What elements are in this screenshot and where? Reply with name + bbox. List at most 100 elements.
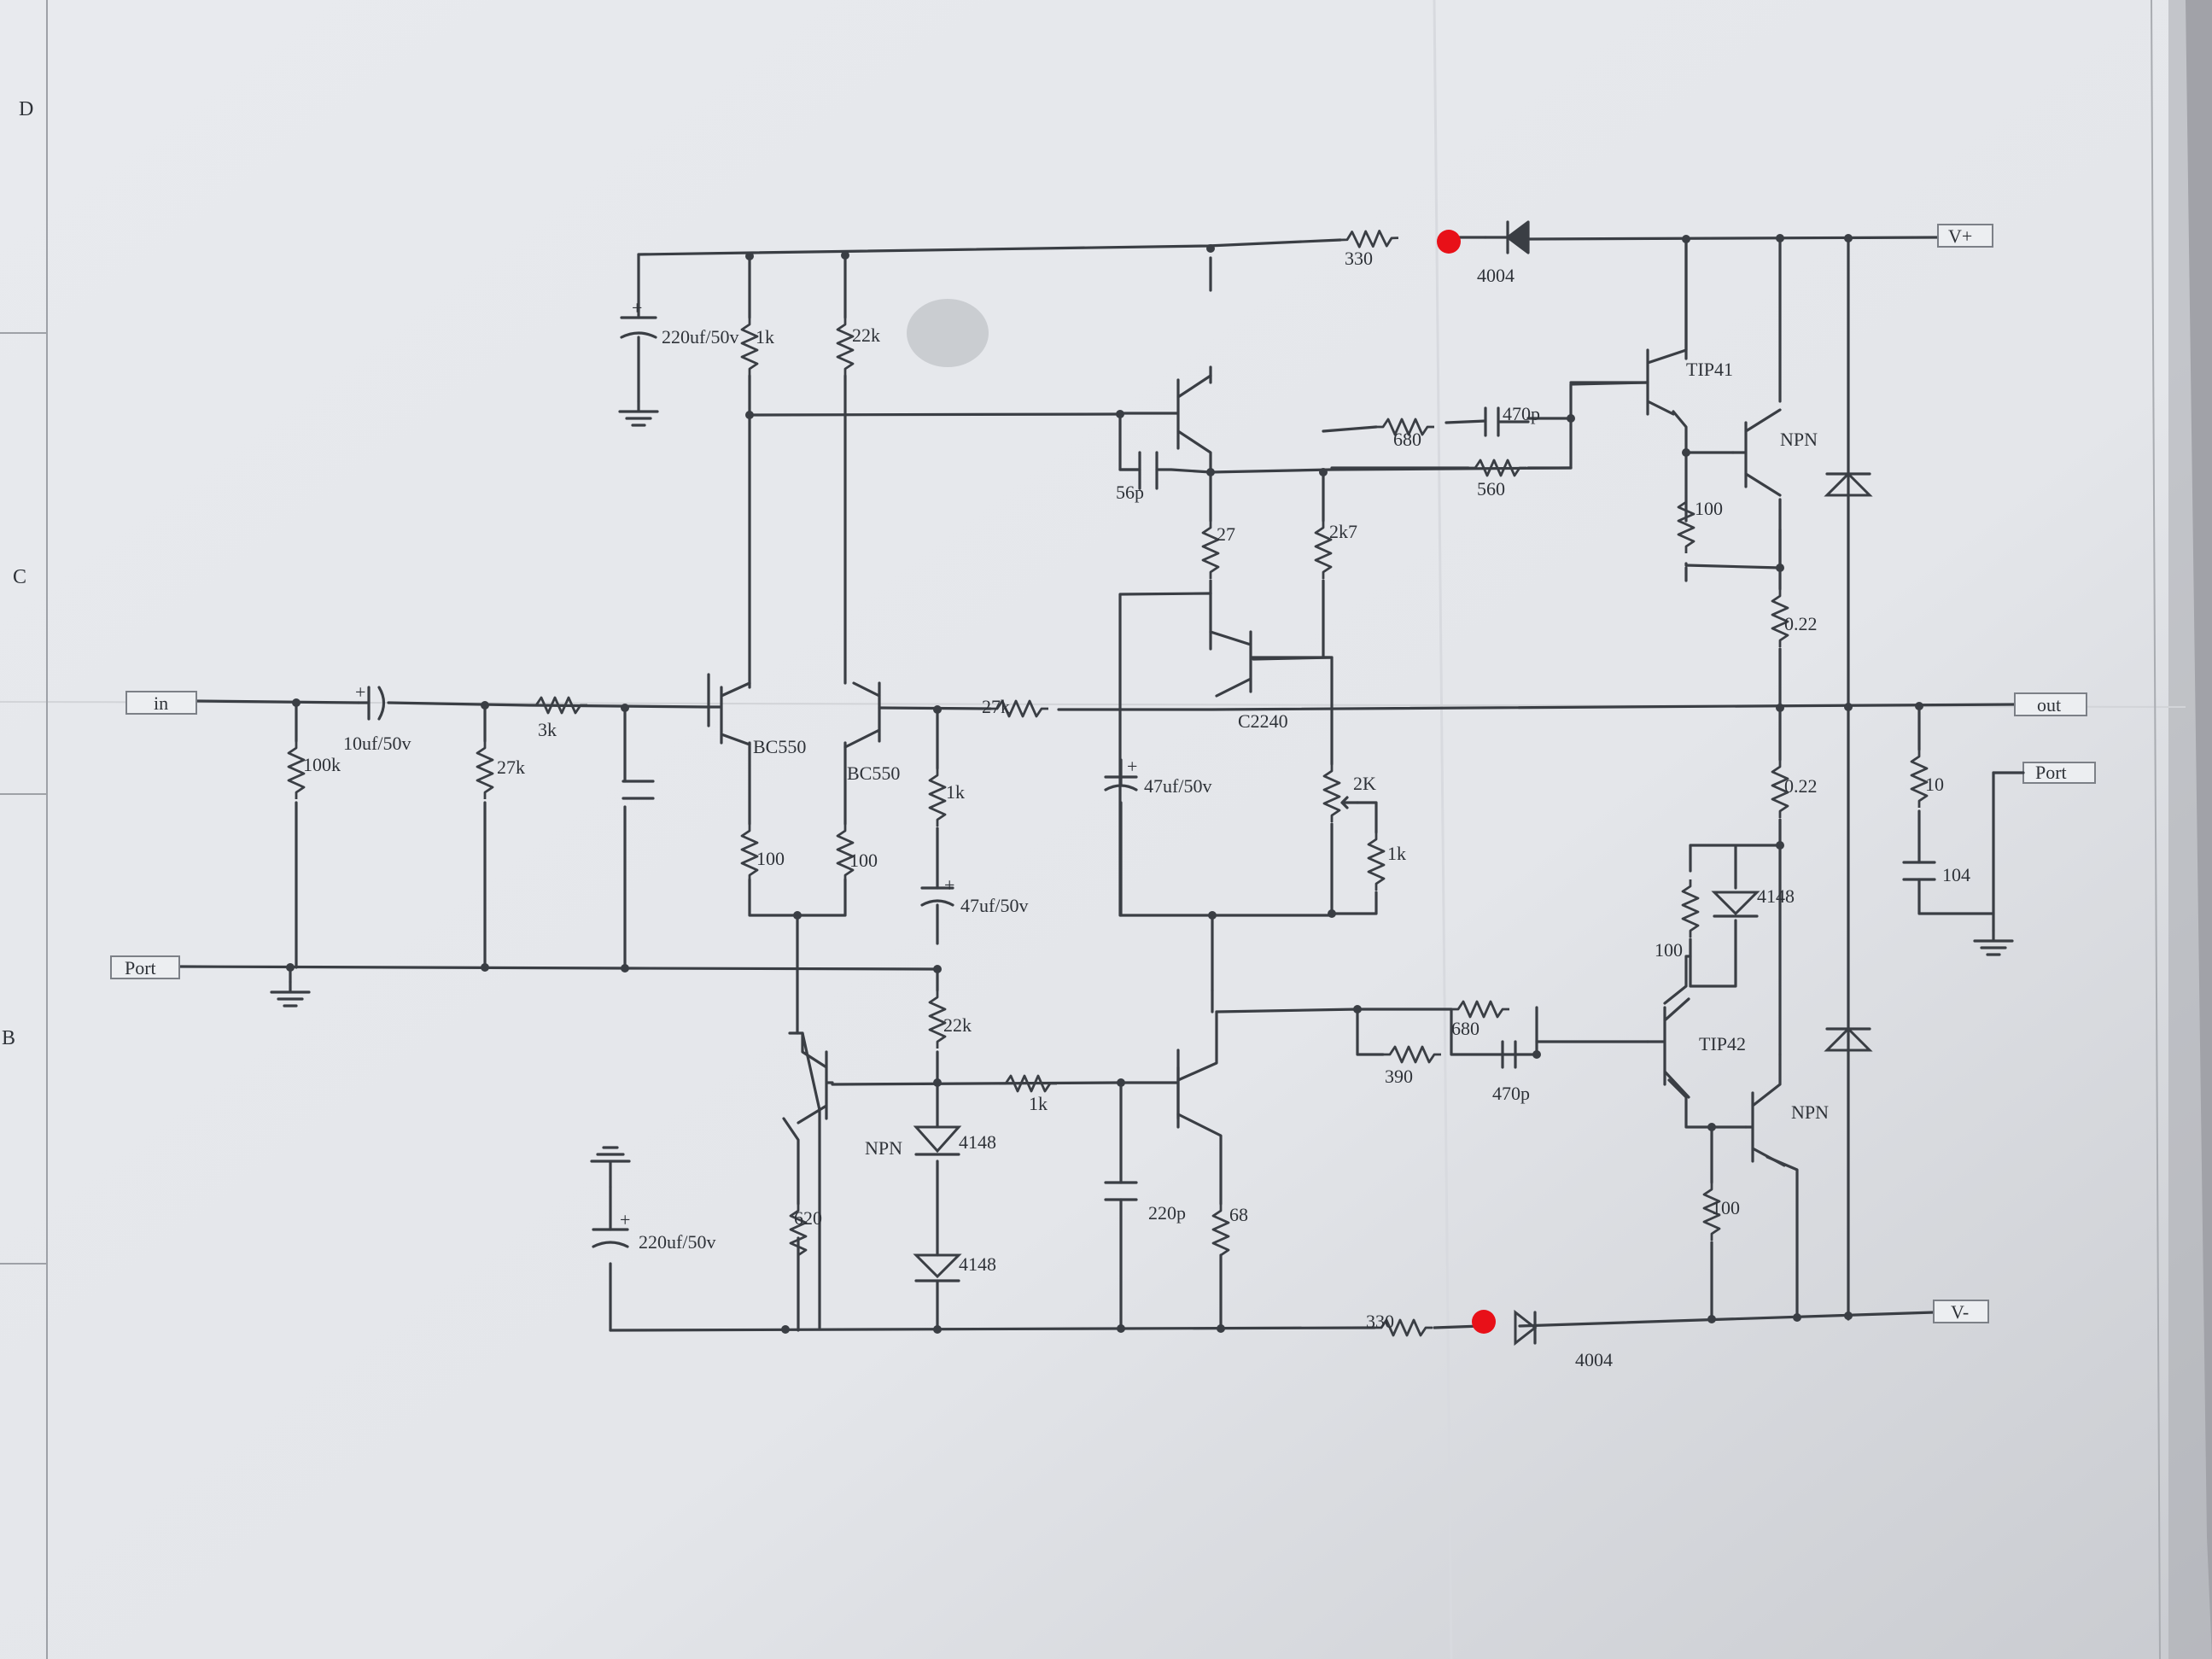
transistor-tip42 (1646, 997, 1690, 1099)
svg-text:220uf/50v: 220uf/50v (662, 326, 738, 348)
svg-text:4148: 4148 (959, 1253, 996, 1275)
marker-dot-top (1437, 230, 1461, 254)
svg-text:2k7: 2k7 (1329, 521, 1357, 542)
svg-text:4004: 4004 (1477, 265, 1515, 286)
svg-text:C2240: C2240 (1238, 710, 1288, 732)
capacitor-47uf-low: + (920, 874, 954, 907)
svg-text:27k: 27k (497, 756, 525, 778)
diode-4148-a (1711, 891, 1760, 918)
svg-text:100: 100 (756, 848, 785, 869)
svg-text:100k: 100k (303, 754, 341, 775)
port-in: in (125, 691, 197, 715)
svg-text:V+: V+ (1948, 225, 1972, 247)
capacitor-220uf-top: + (618, 297, 659, 427)
port-left: Port (110, 955, 180, 979)
transistor-npn-bot (1744, 1053, 1786, 1167)
svg-text:680: 680 (1393, 429, 1421, 450)
diode-rail-top (1824, 471, 1873, 497)
sheet-frame (2151, 0, 2161, 1659)
smudge (907, 299, 989, 367)
svg-text:220p: 220p (1148, 1202, 1186, 1224)
svg-text:4148: 4148 (1757, 885, 1795, 907)
svg-text:Port: Port (125, 957, 156, 978)
svg-text:+: + (355, 681, 365, 703)
transistor-c2240 (1209, 630, 1332, 698)
svg-text:TIP41: TIP41 (1686, 359, 1733, 380)
zone-label-c: C (13, 566, 26, 588)
potentiometer-2k (1322, 762, 1359, 824)
capacitor-104 (1902, 861, 2014, 956)
capacitor-input-shunt (622, 780, 655, 800)
svg-text:22k: 22k (943, 1014, 972, 1036)
svg-text:10uf/50v: 10uf/50v (343, 733, 411, 754)
junction-dots (286, 234, 1923, 1334)
svg-text:104: 104 (1942, 864, 1970, 885)
zone-label-b: B (2, 1027, 15, 1049)
svg-text:27k: 27k (982, 696, 1010, 717)
svg-text:2K: 2K (1353, 773, 1376, 794)
svg-text:330: 330 (1366, 1311, 1394, 1332)
svg-text:330: 330 (1345, 248, 1373, 269)
port-vminus: V- (1933, 1300, 1989, 1323)
svg-text:1k: 1k (756, 326, 774, 348)
transistor-lower-right (1119, 1049, 1180, 1120)
diode-4004-top (1484, 220, 1530, 254)
marker-dot-bottom (1472, 1310, 1496, 1334)
paper-edge-shadow (2168, 0, 2212, 1659)
transistor-tip41 (1569, 237, 1688, 416)
diode-4004-bot (1514, 1309, 1538, 1346)
port-right: Port (2022, 762, 2096, 784)
svg-text:390: 390 (1385, 1066, 1413, 1087)
svg-text:4004: 4004 (1575, 1349, 1613, 1370)
svg-text:BC550: BC550 (753, 736, 806, 757)
svg-text:680: 680 (1451, 1018, 1480, 1039)
svg-text:100: 100 (1655, 939, 1683, 961)
svg-text:0.22: 0.22 (1784, 613, 1818, 634)
svg-text:470p: 470p (1492, 1083, 1530, 1104)
svg-text:+: + (620, 1209, 630, 1230)
capacitor-470p-top (1484, 406, 1530, 437)
capacitor-47uf-mid: + (1104, 756, 1138, 792)
transistor-npn-top (1731, 408, 1782, 497)
capacitor-470p-bot (1501, 1040, 1517, 1069)
capacitor-10uf: + (355, 681, 386, 721)
capacitor-220p (1104, 1181, 1138, 1201)
svg-text:+: + (944, 874, 954, 896)
svg-text:out: out (2037, 694, 2061, 716)
svg-text:1k: 1k (1029, 1093, 1048, 1114)
svg-text:in: in (154, 692, 168, 714)
svg-text:470p: 470p (1503, 403, 1540, 424)
svg-text:68: 68 (1229, 1204, 1248, 1225)
port-out: out (2014, 692, 2087, 716)
svg-text:1k: 1k (946, 781, 965, 803)
svg-text:NPN: NPN (1780, 429, 1818, 450)
svg-text:NPN: NPN (1791, 1101, 1829, 1123)
capacitor-56p (1118, 451, 1159, 490)
capacitor-220uf-bot: + (590, 1146, 631, 1248)
svg-text:+: + (1127, 756, 1137, 777)
svg-text:4148: 4148 (959, 1131, 996, 1153)
svg-text:100: 100 (1695, 498, 1723, 519)
svg-text:V-: V- (1951, 1301, 1969, 1323)
svg-text:10: 10 (1925, 774, 1944, 795)
svg-text:0.22: 0.22 (1784, 775, 1818, 797)
svg-text:TIP42: TIP42 (1699, 1033, 1746, 1054)
svg-text:220uf/50v: 220uf/50v (639, 1231, 715, 1253)
component-labels: 330 4004 220uf/50v 1k 22k 56p 27 2k7 680… (303, 248, 1970, 1370)
transistor-bc550-a (707, 681, 751, 746)
diode-rail-bot (1824, 1026, 1873, 1052)
transistor-pre-top (1117, 374, 1212, 471)
svg-text:56p: 56p (1116, 482, 1144, 503)
transistor-npn-left (797, 1031, 834, 1124)
transistor-bc550-b (843, 681, 881, 749)
svg-text:47uf/50v: 47uf/50v (1144, 775, 1211, 797)
svg-text:1k: 1k (1387, 843, 1406, 864)
svg-text:47uf/50v: 47uf/50v (960, 895, 1028, 916)
svg-text:+: + (632, 297, 642, 318)
svg-text:100: 100 (1712, 1197, 1740, 1218)
paper-fold (1433, 0, 1453, 1659)
zone-label-d: D (19, 98, 33, 120)
port-vplus: V+ (1937, 224, 1993, 248)
